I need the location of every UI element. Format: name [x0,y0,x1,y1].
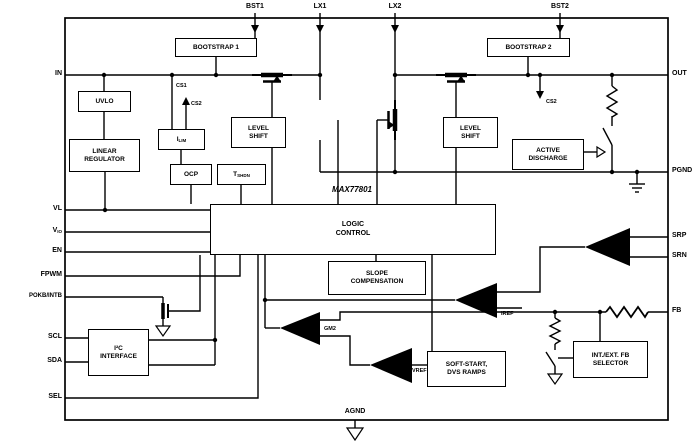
amp-label-vref: VREF [412,368,427,374]
block-ilim: ILIM [158,129,205,150]
current-sense-amp [585,228,630,266]
amp-label-iref: IREF [501,311,514,317]
block-level-shift-1: LEVEL SHIFT [231,117,286,148]
pin-pokb-intb: POKB/INTB [29,293,62,299]
block-active-discharge-label: ACTIVE DISCHARGE [528,146,568,162]
block-fb-selector: INT./EXT. FB SELECTOR [573,341,648,378]
pin-scl: SCL [48,333,62,340]
pin-in: IN [55,70,62,77]
block-tshdn: TSHDN [217,164,266,185]
pin-fpwm: FPWM [40,271,62,278]
block-logic-control: LOGIC CONTROL [210,204,496,255]
pin-sel: SEL [48,393,62,400]
block-bootstrap2-label: BOOTSTRAP 2 [505,43,552,51]
pin-agnd: AGND [344,408,366,415]
discharge-resistor [605,85,619,118]
pin-vio: VIO [52,227,62,234]
block-uvlo: UVLO [78,91,131,112]
block-slope-compensation-label: SLOPE COMPENSATION [350,270,404,285]
block-level-shift-1-label: LEVEL SHIFT [248,124,269,140]
part-number: MAX77801 [331,185,373,194]
pin-sda: SDA [47,357,62,364]
pin-lx1: LX1 [313,3,327,10]
fb-divider-resistor [548,317,562,345]
pin-srn: SRN [672,252,687,259]
highside-fet-2 [436,75,476,93]
block-uvlo-label: UVLO [95,97,114,105]
pin-srp: SRP [672,232,687,239]
block-i2c-interface: I²C INTERFACE [88,329,149,376]
open-symbols [154,145,607,442]
block-i2c-interface-label: I²C INTERFACE [100,344,137,360]
pin-bst2: BST2 [551,3,569,10]
block-bootstrap2: BOOTSTRAP 2 [487,38,570,57]
amp-label-gm2: GM2 [324,326,336,332]
vref-buffer [370,348,412,383]
pin-pgnd: PGND [672,167,693,174]
pin-bst1: BST1 [246,3,264,10]
gm2-error-amp [280,312,320,345]
net-label-cs2-left: CS2 [191,101,202,107]
block-logic-control-label: LOGIC CONTROL [335,221,371,237]
block-level-shift-2: LEVEL SHIFT [443,117,498,148]
pwm-comparator [455,283,497,318]
block-slope-compensation: SLOPE COMPENSATION [328,261,426,295]
pin-out: OUT [672,70,687,77]
block-ocp-label: OCP [183,170,199,178]
block-bootstrap1-label: BOOTSTRAP 1 [192,43,240,51]
block-linear-regulator: LINEAR REGULATOR [69,139,140,172]
block-active-discharge: ACTIVE DISCHARGE [512,139,584,170]
block-level-shift-2-label: LEVEL SHIFT [460,124,481,140]
lowside-fet-2 [377,100,395,140]
net-label-cs2-right: CS2 [546,99,557,105]
chip-outline [64,17,669,421]
pin-fb: FB [672,307,682,314]
junction-dots [101,72,640,343]
block-linear-regulator-label: LINEAR REGULATOR [84,147,125,163]
pin-lx2: LX2 [388,3,402,10]
block-tshdn-label: TSHDN [233,170,250,178]
block-soft-start-label: SOFT-START, DVS RAMPS [445,361,488,376]
block-ilim-label: ILIM [176,135,187,143]
block-bootstrap1: BOOTSTRAP 1 [175,38,257,57]
block-fb-selector-label: INT./EXT. FB SELECTOR [591,351,630,367]
pin-en: EN [52,247,62,254]
arrowheads [182,25,564,105]
block-soft-start: SOFT-START, DVS RAMPS [427,351,506,387]
net-label-cs1: CS1 [176,83,187,89]
highside-fet-1 [252,75,292,93]
block-ocp: OCP [170,164,212,185]
pin-vl: VL [53,205,62,212]
fb-series-resistor [605,305,649,319]
pok-open-drain-fet [161,303,169,319]
